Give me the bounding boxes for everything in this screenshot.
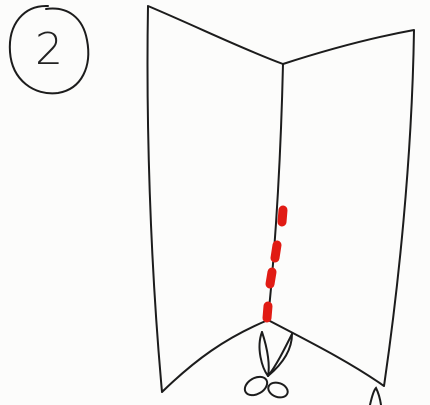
cut-mark-4 (267, 306, 268, 318)
cut-mark-3 (270, 272, 272, 284)
partial-stroke (370, 388, 381, 405)
right-panel-outline (268, 30, 414, 386)
cut-mark-2 (275, 245, 277, 258)
cut-mark-1 (282, 210, 283, 222)
scissors-icon (242, 332, 292, 400)
step-circle (10, 6, 88, 93)
